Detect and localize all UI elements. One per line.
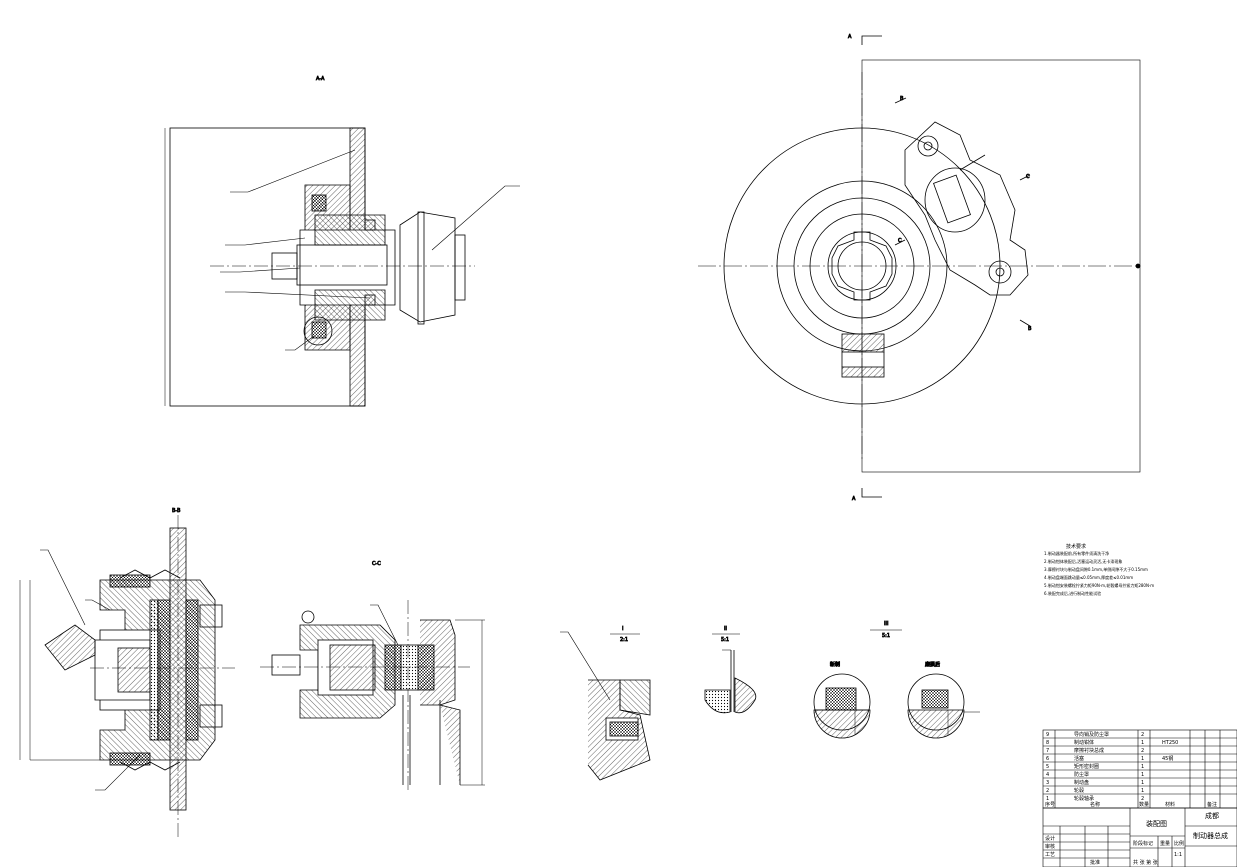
technical-requirements: 技术要求 1.制动器装配前,所有零件须清洗干净 2.制动钳体装配后,活塞运动灵活…: [1044, 543, 1154, 596]
process-label: 工艺: [1045, 852, 1055, 858]
tech-req-title: 技术要求: [1066, 543, 1086, 550]
bom-qty: 2: [1141, 796, 1144, 802]
bom-no: 2: [1046, 788, 1049, 794]
bom-no: 6: [1046, 756, 1049, 762]
bom-header-qty: 数量: [1139, 801, 1149, 808]
bom-qty: 2: [1141, 748, 1144, 754]
detail-1-id: I: [622, 626, 623, 632]
section-aa-view: A-A: [164, 76, 520, 407]
scale-label: 比例: [1174, 840, 1184, 847]
weight-label: 重量: [1160, 840, 1170, 847]
tech-req-line: 1.制动器装配前,所有零件须清洗干净: [1044, 550, 1109, 556]
bom-qty: 1: [1141, 740, 1144, 746]
bom-no: 1: [1046, 796, 1049, 802]
front-view: A A B B C C: [698, 34, 1141, 502]
tech-req-line: 5.制动钳安装螺栓拧紧力矩90N·m,轮毂螺母拧紧力矩280N·m: [1044, 582, 1154, 588]
section-bb-view: B-B: [19, 508, 235, 840]
bom-qty: 1: [1141, 788, 1144, 794]
section-cc-view: C-C: [260, 561, 485, 790]
designer-label: 设计: [1045, 835, 1055, 842]
title-block: [1042, 729, 1237, 867]
bom-header-name: 名称: [1090, 801, 1100, 808]
bom-header-remark: 备注: [1207, 801, 1217, 808]
cut-b-top: B: [900, 96, 904, 102]
detail-sublabel-worn: 磨损后: [925, 661, 940, 668]
sheet-info: 共 张 第 张: [1133, 859, 1158, 866]
bom-no: 3: [1046, 780, 1049, 786]
bom-header-no: 序号: [1045, 801, 1055, 808]
school-name: 成都: [1205, 811, 1219, 820]
bom-qty: 2: [1141, 732, 1144, 738]
bom-no: 8: [1046, 740, 1049, 746]
section-aa-label: A-A: [316, 76, 325, 82]
bom-header-material: 材料: [1165, 801, 1175, 808]
detail-view-2: II 5:1: [704, 626, 757, 714]
tech-req-line: 6.装配完成后,进行制动性能试验: [1044, 590, 1101, 596]
bom-name: 导向销及防尘罩: [1074, 731, 1109, 738]
detail-2-id: II: [724, 626, 727, 632]
cut-b-bottom: B: [1028, 326, 1032, 332]
bom-material: 45钢: [1162, 755, 1173, 762]
bom-qty: 1: [1141, 780, 1144, 786]
detail-3-id: III: [884, 621, 888, 627]
detail-sublabel-new: 新制: [830, 661, 840, 668]
bom-name: 制动钳体: [1074, 739, 1094, 746]
section-bb-label: B-B: [172, 508, 181, 514]
bom-no: 5: [1046, 764, 1049, 770]
bom-qty: 1: [1141, 772, 1144, 778]
cut-a-top: A: [848, 34, 852, 40]
bom-no: 7: [1046, 748, 1049, 754]
cut-c-top: C: [1026, 174, 1030, 180]
tech-req-line: 4.制动盘端面跳动量≤0.05mm,厚度差≤0.01mm: [1044, 574, 1133, 580]
tech-req-line: 3.摩擦衬块与制动盘间隙0.1mm,单侧间隙不大于0.15mm: [1044, 566, 1148, 572]
bom-table: 9 导向销及防尘罩 2 8 制动钳体 1 HT250 7 摩擦衬块总成 2 6 …: [1045, 731, 1217, 808]
detail-1-scale: 2:1: [620, 637, 628, 643]
bom-name: 防尘罩: [1074, 771, 1089, 778]
approve-label: 批准: [1090, 859, 1100, 866]
section-cc-label: C-C: [372, 561, 381, 567]
drawing-title: 制动器总成: [1193, 831, 1228, 840]
detail-2-scale: 5:1: [721, 637, 729, 643]
checker-label: 审核: [1045, 843, 1055, 850]
cut-a-bottom: A: [852, 496, 856, 502]
detail-3-scale: 5:1: [882, 633, 890, 639]
bom-name: 轮毂: [1074, 787, 1084, 794]
detail-view-3: III 5:1 新制 磨损后: [813, 621, 980, 739]
bom-name: 轮毂轴承: [1074, 795, 1094, 802]
bom-name: 制动盘: [1074, 779, 1089, 786]
scale-value: 1:1: [1174, 852, 1182, 858]
drawing-type: 装配图: [1146, 819, 1167, 828]
title-block-text: 装配图 成都 制动器总成 阶段标记 重量 比例 1:1 共 张 第 张 设计 审…: [1045, 811, 1228, 866]
stage-label: 阶段标记: [1133, 840, 1153, 847]
bom-no: 4: [1046, 772, 1049, 778]
detail-view-1: I 2:1: [560, 626, 651, 781]
bom-material: HT250: [1162, 740, 1178, 746]
tech-req-line: 2.制动钳体装配后,活塞运动灵活,无卡滞现象: [1044, 558, 1122, 564]
bom-no: 9: [1046, 732, 1049, 738]
bom-qty: 1: [1141, 756, 1144, 762]
bom-name: 矩形密封圈: [1074, 763, 1099, 770]
bom-name: 摩擦衬块总成: [1074, 747, 1104, 754]
bom-qty: 1: [1141, 764, 1144, 770]
bom-name: 活塞: [1074, 755, 1084, 762]
cut-c-bottom: C: [898, 238, 902, 244]
